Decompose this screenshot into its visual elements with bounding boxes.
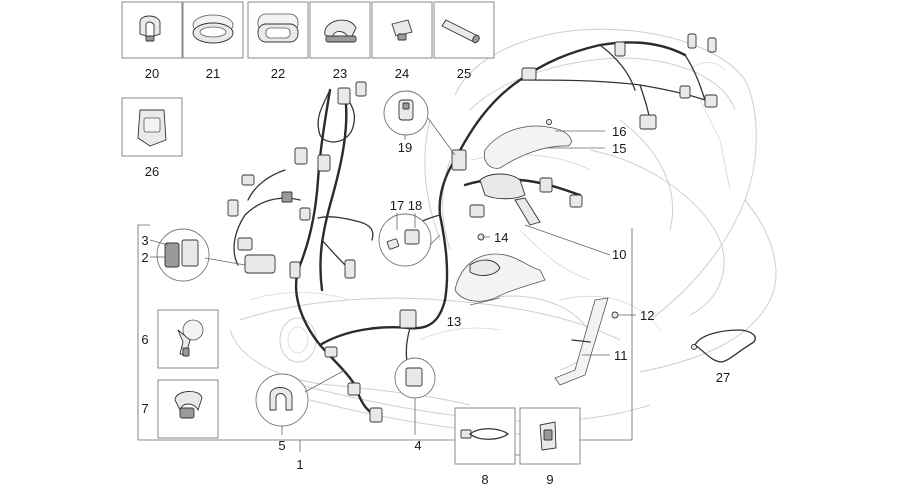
fuse-box-parts (156, 228, 276, 282)
callout-22: 22 (271, 66, 285, 81)
callout-4: 4 (414, 438, 421, 453)
part-box-24 (371, 1, 433, 59)
callout-14: 14 (494, 230, 508, 245)
callout-7: 7 (141, 401, 148, 416)
switch-cluster-10 (477, 173, 541, 241)
detail-clamp-5 (255, 369, 346, 427)
callout-3: 3 (141, 233, 148, 248)
callout-13: 13 (447, 314, 461, 329)
callout-2: 2 (141, 250, 148, 265)
callout-21: 21 (206, 66, 220, 81)
callout-1: 1 (296, 457, 303, 472)
part-box-21 (182, 1, 244, 59)
callout-27: 27 (716, 370, 730, 385)
callout-20: 20 (145, 66, 159, 81)
callout-10: 10 (612, 247, 626, 262)
cable-loop-27 (691, 329, 756, 363)
part-box-6 (157, 309, 219, 369)
bracket-cover-15-16 (483, 119, 572, 169)
callout-26: 26 (145, 164, 159, 179)
callout-23: 23 (333, 66, 347, 81)
wiring-harness (233, 41, 706, 417)
callout-24: 24 (395, 66, 409, 81)
harness-connectors (227, 33, 718, 423)
bracket-13 (454, 253, 546, 302)
callout-8: 8 (481, 472, 488, 487)
callout-15: 15 (612, 141, 626, 156)
bracket-strip-11 (554, 297, 619, 386)
part-box-23 (309, 1, 371, 59)
detail-connector-17-18 (378, 213, 441, 267)
part-box-25 (433, 1, 495, 59)
callout-11: 11 (614, 348, 628, 363)
callout-numbers: 20 21 22 23 24 25 26 19 16 15 17 18 14 1… (141, 66, 730, 487)
callout-16: 16 (612, 124, 626, 139)
callout-12: 12 (640, 308, 654, 323)
callout-19: 19 (398, 140, 412, 155)
part-box-20 (121, 1, 183, 59)
leader-lines (281, 130, 636, 452)
callout-17: 17 (390, 198, 404, 213)
callout-25: 25 (457, 66, 471, 81)
part-box-9 (519, 407, 581, 465)
callout-9: 9 (546, 472, 553, 487)
part-box-7 (157, 379, 219, 439)
detail-clip-4 (394, 357, 436, 399)
callout-6: 6 (141, 332, 148, 347)
part-box-22 (247, 1, 309, 59)
part-box-8 (454, 407, 516, 465)
detail-connector-19 (383, 90, 456, 156)
callout-5: 5 (278, 438, 285, 453)
part-box-26 (121, 97, 183, 157)
callout-18: 18 (408, 198, 422, 213)
